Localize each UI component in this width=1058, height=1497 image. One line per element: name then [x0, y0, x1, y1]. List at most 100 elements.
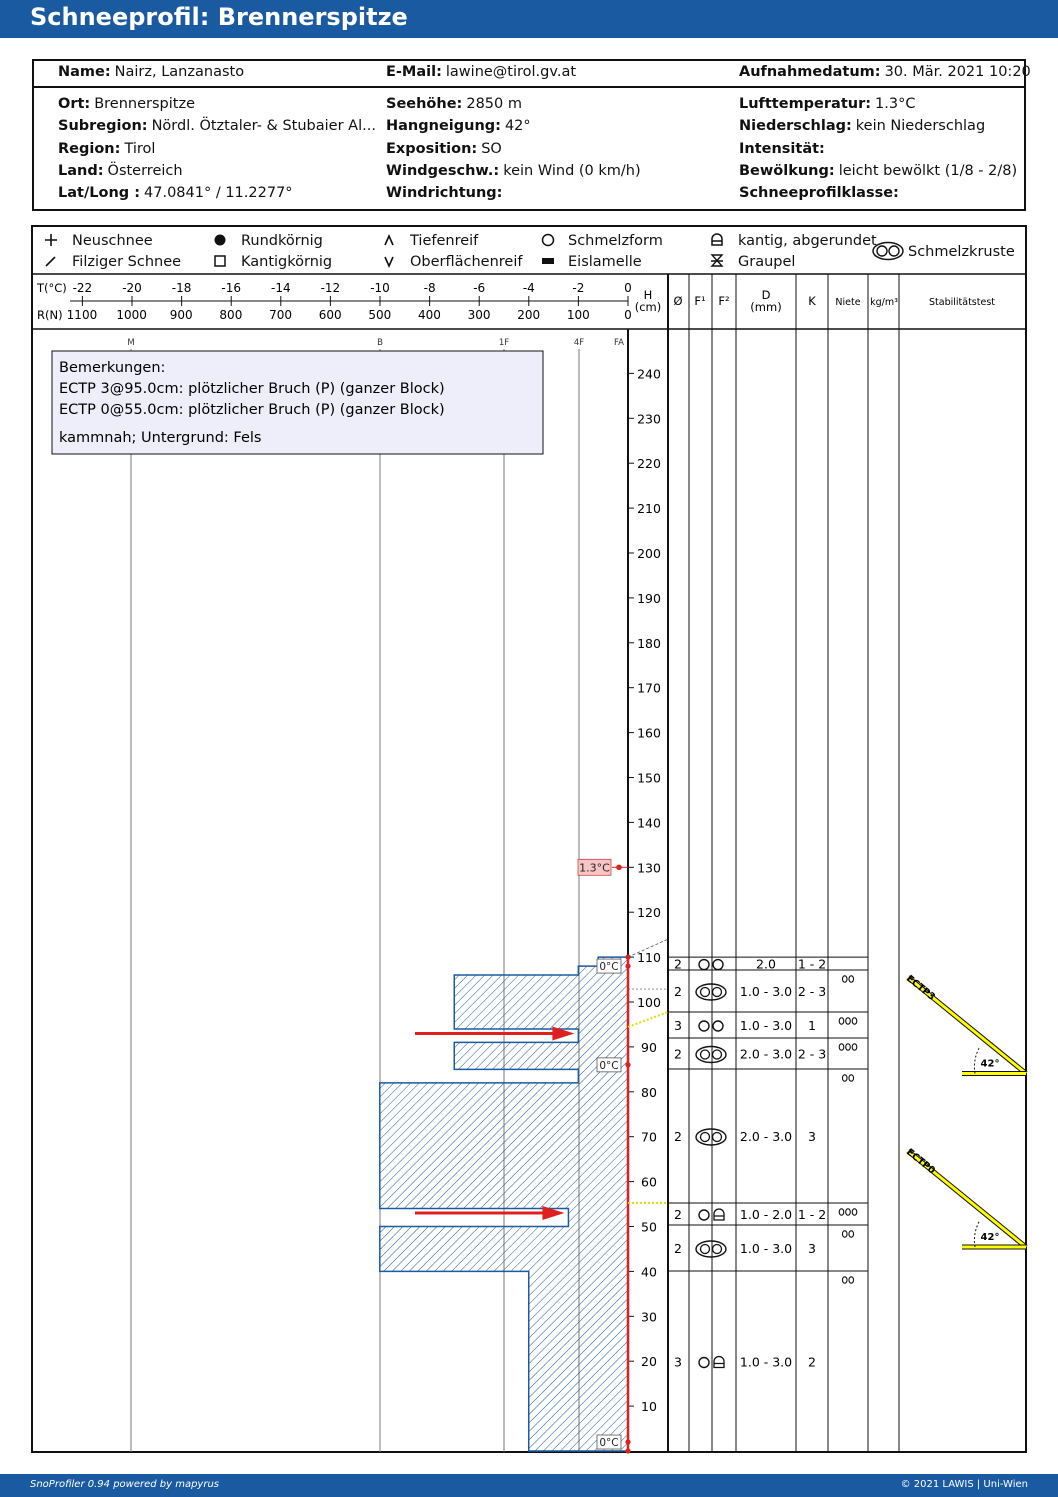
niete-mark — [845, 1208, 851, 1216]
melt-form-icon — [698, 1020, 710, 1032]
temperature-point — [625, 963, 631, 969]
height-tick-label: 60 — [641, 1175, 657, 1190]
weak-layer-marker — [627, 1011, 669, 1028]
legend-label: Schmelzform — [568, 233, 663, 249]
height-tick-label: 230 — [637, 411, 661, 426]
legend-item: Kantigkörnig — [214, 254, 332, 270]
melt-crust-inner — [888, 245, 900, 257]
layer-o: 2 — [674, 1241, 682, 1256]
melt-crust-icon — [695, 983, 727, 1001]
stab-header: Stabilitätstest — [929, 297, 995, 308]
windrichtung-field: Windrichtung: — [386, 185, 503, 201]
legend-item: Filziger Schnee — [45, 254, 181, 270]
layer-d: 2.0 - 3.0 — [740, 1129, 792, 1144]
layer-d: 1.0 - 3.0 — [740, 1018, 792, 1033]
niete-mark — [838, 1208, 845, 1216]
niete-mark — [851, 1208, 858, 1216]
t-tick-label: -12 — [321, 281, 341, 295]
temperature-label-box — [596, 958, 622, 974]
layer-d: 1.0 - 3.0 — [740, 1241, 792, 1256]
melt-crust-inner — [711, 1243, 723, 1255]
layer-o: 2 — [674, 1129, 682, 1144]
legend-item: Tiefenreif — [384, 233, 479, 249]
k-header: K — [808, 294, 816, 308]
melt-crust-inner — [699, 1131, 711, 1143]
name-field: Name:Nairz, Lanzanasto — [58, 64, 245, 80]
hardness-outline — [379, 956, 628, 1452]
t-tick-label: -6 — [473, 281, 485, 295]
filled-bar-icon — [542, 258, 554, 264]
niete-mark — [848, 1230, 855, 1238]
niete-mark — [841, 1276, 848, 1284]
height-tick-label: 210 — [637, 501, 661, 516]
r-tick-label: 600 — [319, 308, 342, 322]
melt-crust-inner — [699, 986, 711, 998]
height-tick-label: 240 — [637, 366, 661, 381]
legend-item: Schmelzform — [541, 233, 663, 249]
remarks-box — [51, 350, 544, 455]
niete-mark — [845, 1043, 851, 1051]
height-tick-label: 130 — [637, 860, 661, 875]
melt-form-icon — [698, 1209, 710, 1221]
height-tick-label: 70 — [641, 1130, 657, 1145]
layer-k: 2 - 3 — [798, 1047, 826, 1062]
f2-header: F² — [718, 294, 729, 308]
hardness-block — [379, 1082, 628, 1209]
layer-k: 1 - 2 — [798, 1207, 826, 1222]
r-tick-label: 1100 — [67, 308, 98, 322]
t-tick-label: 0 — [624, 281, 632, 295]
h-unit-header: (cm) — [635, 300, 662, 314]
intensitaet-field: Intensität: — [739, 141, 825, 157]
info-divider — [34, 86, 1024, 88]
hangneigung-field: Hangneigung:42° — [386, 118, 531, 134]
kgm3-header: kg/m³ — [870, 297, 898, 308]
niete-mark — [851, 1043, 858, 1051]
niederschlag-field: Niederschlag:kein Niederschlag — [739, 118, 986, 134]
layer-k: 1 — [808, 1018, 816, 1033]
height-tick-label: 10 — [641, 1399, 657, 1414]
layer-k: 3 — [808, 1241, 816, 1256]
r-tick-label: 1000 — [116, 308, 147, 322]
melt-crust-inner — [711, 1049, 723, 1060]
niete-mark — [845, 1017, 851, 1025]
air-temp-label: 1.3°C — [579, 861, 610, 874]
melt-crust-icon — [695, 1240, 727, 1258]
hardness-label: 4F — [574, 338, 584, 348]
r-tick-label: 700 — [269, 308, 292, 322]
profilklasse-field: Schneeprofilklasse: — [739, 185, 899, 201]
melt-form-icon — [698, 1356, 710, 1369]
layer-k: 1 - 2 — [798, 957, 826, 972]
niete-mark — [848, 1074, 855, 1082]
open-square-icon — [214, 255, 226, 267]
layer-k: 2 — [808, 1355, 816, 1370]
stability-slope — [907, 1149, 1027, 1249]
height-tick-label: 30 — [641, 1309, 657, 1324]
weak-layer-arrowhead — [552, 1026, 575, 1041]
temperature-label-box — [596, 1057, 622, 1073]
melt-crust-inner — [699, 1243, 711, 1255]
temperature-label-box — [596, 1434, 622, 1450]
r-tick-label: 200 — [517, 308, 540, 322]
caret-down-icon — [384, 256, 394, 268]
stability-angle-arc — [973, 1046, 981, 1074]
graupel-icon — [710, 254, 724, 267]
t-tick-label: -14 — [271, 281, 291, 295]
t-tick-label: -8 — [424, 281, 436, 295]
remarks-line: ECTP 0@55.0cm: plötzlicher Bruch (P) (ga… — [59, 402, 445, 418]
height-tick-label: 150 — [637, 771, 661, 786]
stability-test: 42°ECTP3 — [904, 973, 1028, 1076]
niete-mark — [838, 1043, 845, 1051]
r-axis-label: R(N) — [37, 308, 63, 322]
chart-frame — [31, 225, 1027, 1453]
stability-test-label: ECTP3 — [904, 973, 937, 1003]
height-tick-label: 140 — [637, 815, 661, 830]
stability-angle-label: 42° — [981, 1232, 1000, 1243]
hardness-label: 1F — [499, 338, 509, 348]
height-tick-label: 160 — [637, 726, 661, 741]
height-tick-label: 190 — [637, 591, 661, 606]
